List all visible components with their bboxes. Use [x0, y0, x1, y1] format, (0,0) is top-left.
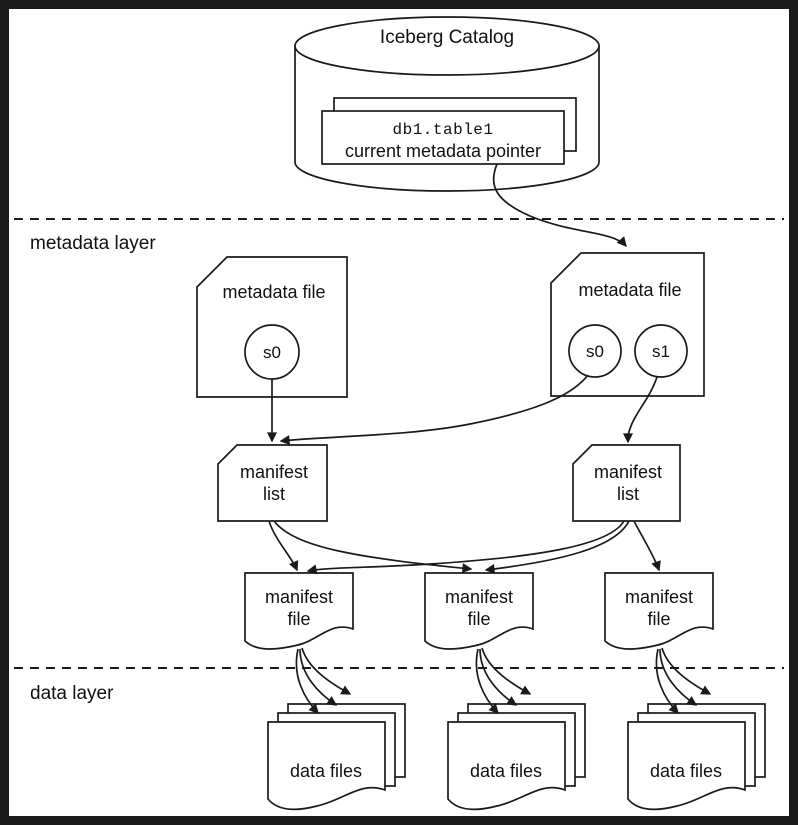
data-layer-label: data layer: [30, 683, 114, 704]
edge-manifest-file-2-to-data-files-2-b: [479, 648, 518, 706]
data-files-2-front-sheet: [447, 721, 566, 811]
edge-manifest-file-1-to-data-files-1-c: [301, 647, 352, 695]
manifest-list-1-shape: [217, 444, 328, 522]
manifest-file-3-label-line1: manifest: [625, 587, 693, 607]
metadata-file-2-label: metadata file: [578, 280, 681, 300]
data-files-1-label: data files: [290, 761, 362, 781]
manifest-file-2-label-line2: file: [467, 609, 490, 629]
manifest-file-2: manifest file: [424, 572, 534, 650]
manifest-file-2-label-line1: manifest: [445, 587, 513, 607]
edge-mf2-s0-to-manifest-list-1: [279, 374, 589, 446]
edge-manifest-file-3-to-data-files-3-a: [655, 648, 679, 715]
manifest-file-3: manifest file: [604, 572, 714, 650]
edge-manifest-file-3-to-data-files-3-b: [659, 648, 698, 706]
edge-manifest-file-1-to-data-files-1-a: [295, 648, 319, 715]
data-files-3-front-sheet: [627, 721, 746, 811]
edge-manifest-list-2-to-manifest-file-2: [484, 520, 630, 574]
pointer-table-name: db1.table1: [392, 121, 493, 139]
data-files-1-front-sheet: [267, 721, 386, 811]
metadata-layer-label: metadata layer: [30, 233, 156, 254]
manifest-list-2: manifest list: [572, 444, 681, 522]
metadata-file-1-snapshot-s0-label: s0: [263, 343, 281, 362]
edge-manifest-file-3-to-data-files-3-c: [661, 647, 712, 695]
manifest-list-2-label-line1: manifest: [594, 462, 662, 482]
pointer-label: current metadata pointer: [345, 141, 541, 161]
edge-manifest-list-2-to-manifest-file-3: [633, 520, 661, 572]
metadata-file-2-snapshot-s1-label: s1: [652, 342, 670, 361]
metadata-file-2-snapshot-s0-label: s0: [586, 342, 604, 361]
manifest-list-1: manifest list: [217, 444, 328, 522]
edge-pointer-to-metadata-file-2: [492, 163, 627, 248]
manifest-file-3-label-line2: file: [647, 609, 670, 629]
metadata-file-2: metadata file s0 s1: [550, 252, 705, 397]
manifest-list-2-shape: [572, 444, 681, 522]
data-files-3-label: data files: [650, 761, 722, 781]
current-metadata-pointer-box: db1.table1 current metadata pointer: [321, 97, 577, 165]
metadata-file-2-snapshot-s0-circle: [568, 324, 622, 378]
manifest-file-1-label-line1: manifest: [265, 587, 333, 607]
metadata-file-1: metadata file s0: [196, 256, 348, 398]
edge-manifest-list-2-to-manifest-file-1: [306, 520, 625, 575]
metadata-file-2-snapshot-s1-circle: [634, 324, 688, 378]
pointer-box-front: [321, 110, 565, 165]
data-files-stack-1: data files: [267, 703, 406, 811]
metadata-file-2-shape: [550, 252, 705, 397]
edge-manifest-list-1-to-manifest-file-1: [268, 520, 299, 572]
edge-manifest-file-1-to-data-files-1-b: [299, 648, 338, 706]
metadata-file-1-label: metadata file: [222, 282, 325, 302]
edge-manifest-file-2-to-data-files-2-a: [475, 648, 499, 715]
manifest-list-2-label-line2: list: [617, 484, 639, 504]
edge-manifest-file-2-to-data-files-2-c: [481, 647, 532, 695]
diagram-edges: [267, 163, 712, 715]
edge-manifest-list-1-to-manifest-file-2: [273, 520, 473, 574]
manifest-file-1-shape: [244, 572, 354, 650]
catalog-cylinder-top: [294, 16, 600, 76]
manifest-list-1-label-line2: list: [263, 484, 285, 504]
manifest-list-1-label-line1: manifest: [240, 462, 308, 482]
edge-mf2-s1-to-manifest-list-2: [623, 376, 658, 444]
manifest-file-2-shape: [424, 572, 534, 650]
manifest-file-3-shape: [604, 572, 714, 650]
data-files-stack-2: data files: [447, 703, 586, 811]
data-files-stack-3: data files: [627, 703, 766, 811]
manifest-file-1: manifest file: [244, 572, 354, 650]
manifest-file-1-label-line2: file: [287, 609, 310, 629]
data-files-2-label: data files: [470, 761, 542, 781]
catalog-title: Iceberg Catalog: [380, 27, 514, 48]
